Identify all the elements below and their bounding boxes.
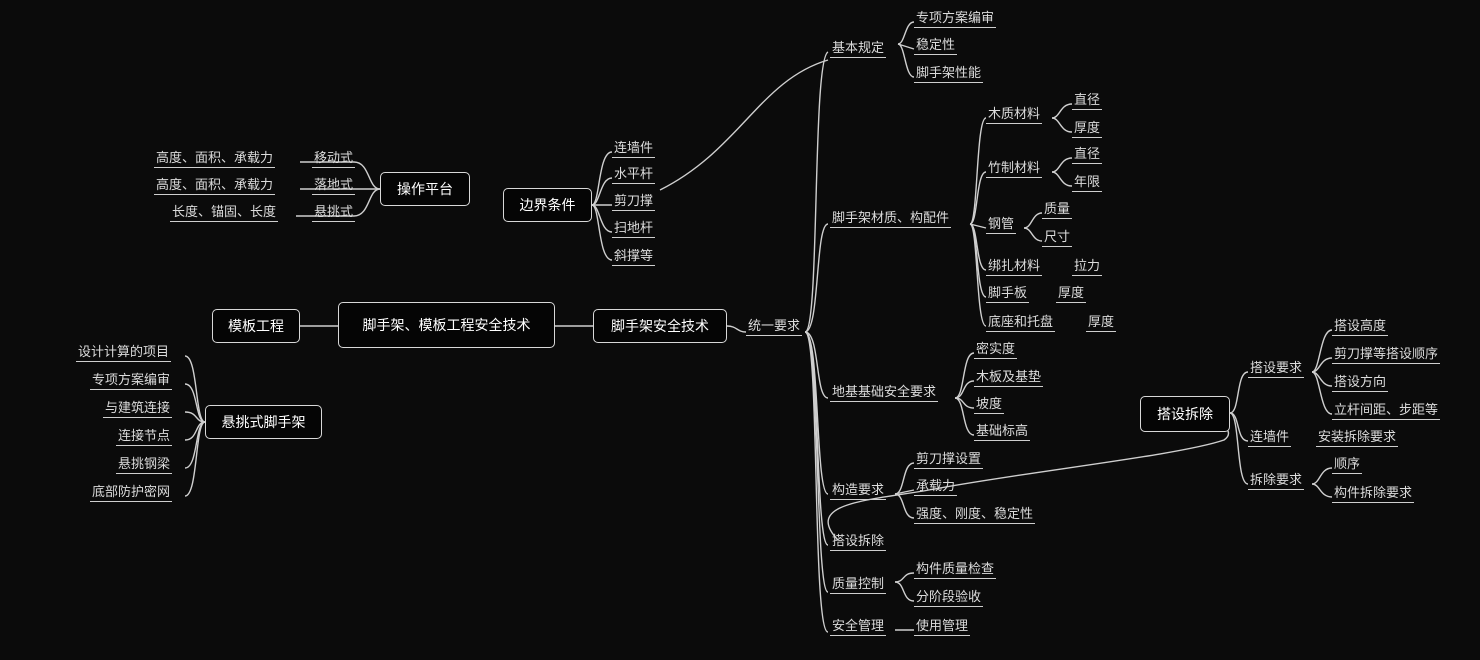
platform-props-2: 高度、面积、承载力 (154, 178, 276, 195)
material-item: 直径 (1072, 93, 1103, 110)
material-group: 绑扎材料 (986, 259, 1043, 276)
safety-item: 使用管理 (914, 619, 971, 636)
cantilever-item: 专项方案编审 (90, 373, 173, 390)
basic-item: 专项方案编审 (914, 11, 997, 28)
connector-item: 安装拆除要求 (1316, 430, 1399, 447)
setup-item: 立杆间距、步距等 (1332, 403, 1441, 420)
foundation-label: 地基基础安全要求 (830, 385, 939, 402)
structure-item: 承载力 (914, 479, 958, 496)
node-root[interactable]: 脚手架、模板工程安全技术 (338, 302, 555, 348)
boundary-item: 扫地杆 (612, 221, 656, 238)
platform-type-3: 悬挑式 (312, 205, 356, 222)
dismantle-item: 顺序 (1332, 457, 1363, 474)
material-group: 木质材料 (986, 107, 1043, 124)
material-group: 底座和托盘 (986, 315, 1056, 332)
node-boundary[interactable]: 边界条件 (503, 188, 592, 222)
cantilever-item: 连接节点 (116, 429, 173, 446)
platform-props-1: 高度、面积、承载力 (154, 151, 276, 168)
node-platform[interactable]: 操作平台 (380, 172, 470, 206)
material-item: 质量 (1042, 202, 1073, 219)
basic-item: 稳定性 (914, 38, 958, 55)
boundary-item: 斜撑等 (612, 249, 656, 266)
structure-item: 剪刀撑设置 (914, 452, 984, 469)
platform-type-2: 落地式 (312, 178, 356, 195)
setup-label: 搭设要求 (1248, 361, 1305, 378)
quality-label: 质量控制 (830, 577, 887, 594)
setup-item: 搭设高度 (1332, 319, 1389, 336)
dismantle-label: 拆除要求 (1248, 473, 1305, 490)
platform-props-3: 长度、锚固、长度 (170, 205, 279, 222)
unified-label: 统一要求 (746, 319, 803, 336)
material-item: 直径 (1072, 147, 1103, 164)
foundation-item: 坡度 (974, 397, 1005, 414)
material-group: 竹制材料 (986, 161, 1043, 178)
boundary-item: 水平杆 (612, 167, 656, 184)
node-cantilever-scaffold[interactable]: 悬挑式脚手架 (205, 405, 322, 439)
node-erect-dismantle[interactable]: 搭设拆除 (1140, 396, 1230, 432)
cantilever-item: 与建筑连接 (103, 401, 173, 418)
basic-label: 基本规定 (830, 41, 887, 58)
boundary-item: 剪刀撑 (612, 194, 656, 211)
material-group: 钢管 (986, 217, 1017, 234)
setup-item: 搭设方向 (1332, 375, 1389, 392)
basic-item: 脚手架性能 (914, 66, 984, 83)
structure-label: 构造要求 (830, 483, 887, 500)
erect-label: 搭设拆除 (830, 534, 887, 551)
quality-item: 构件质量检查 (914, 562, 997, 579)
platform-type-1: 移动式 (312, 151, 356, 168)
quality-item: 分阶段验收 (914, 590, 984, 607)
material-item: 厚度 (1072, 121, 1103, 138)
material-item: 拉力 (1072, 259, 1103, 276)
material-item: 厚度 (1056, 286, 1087, 303)
material-item: 尺寸 (1042, 230, 1073, 247)
foundation-item: 密实度 (974, 342, 1018, 359)
material-group: 脚手板 (986, 286, 1030, 303)
structure-item: 强度、刚度、稳定性 (914, 507, 1036, 524)
materials-label: 脚手架材质、构配件 (830, 211, 952, 228)
foundation-item: 基础标高 (974, 424, 1031, 441)
material-item: 厚度 (1086, 315, 1117, 332)
cantilever-item: 设计计算的项目 (76, 345, 172, 362)
safety-label: 安全管理 (830, 619, 887, 636)
foundation-item: 木板及基垫 (974, 370, 1044, 387)
connector-label: 连墙件 (1248, 430, 1292, 447)
cantilever-item: 底部防护密网 (90, 485, 173, 502)
dismantle-item: 构件拆除要求 (1332, 486, 1415, 503)
node-scaffold-tech[interactable]: 脚手架安全技术 (593, 309, 727, 343)
setup-item: 剪刀撑等搭设顺序 (1332, 347, 1441, 364)
node-formwork[interactable]: 模板工程 (212, 309, 300, 343)
cantilever-item: 悬挑钢梁 (116, 457, 173, 474)
material-item: 年限 (1072, 175, 1103, 192)
boundary-item: 连墙件 (612, 141, 656, 158)
